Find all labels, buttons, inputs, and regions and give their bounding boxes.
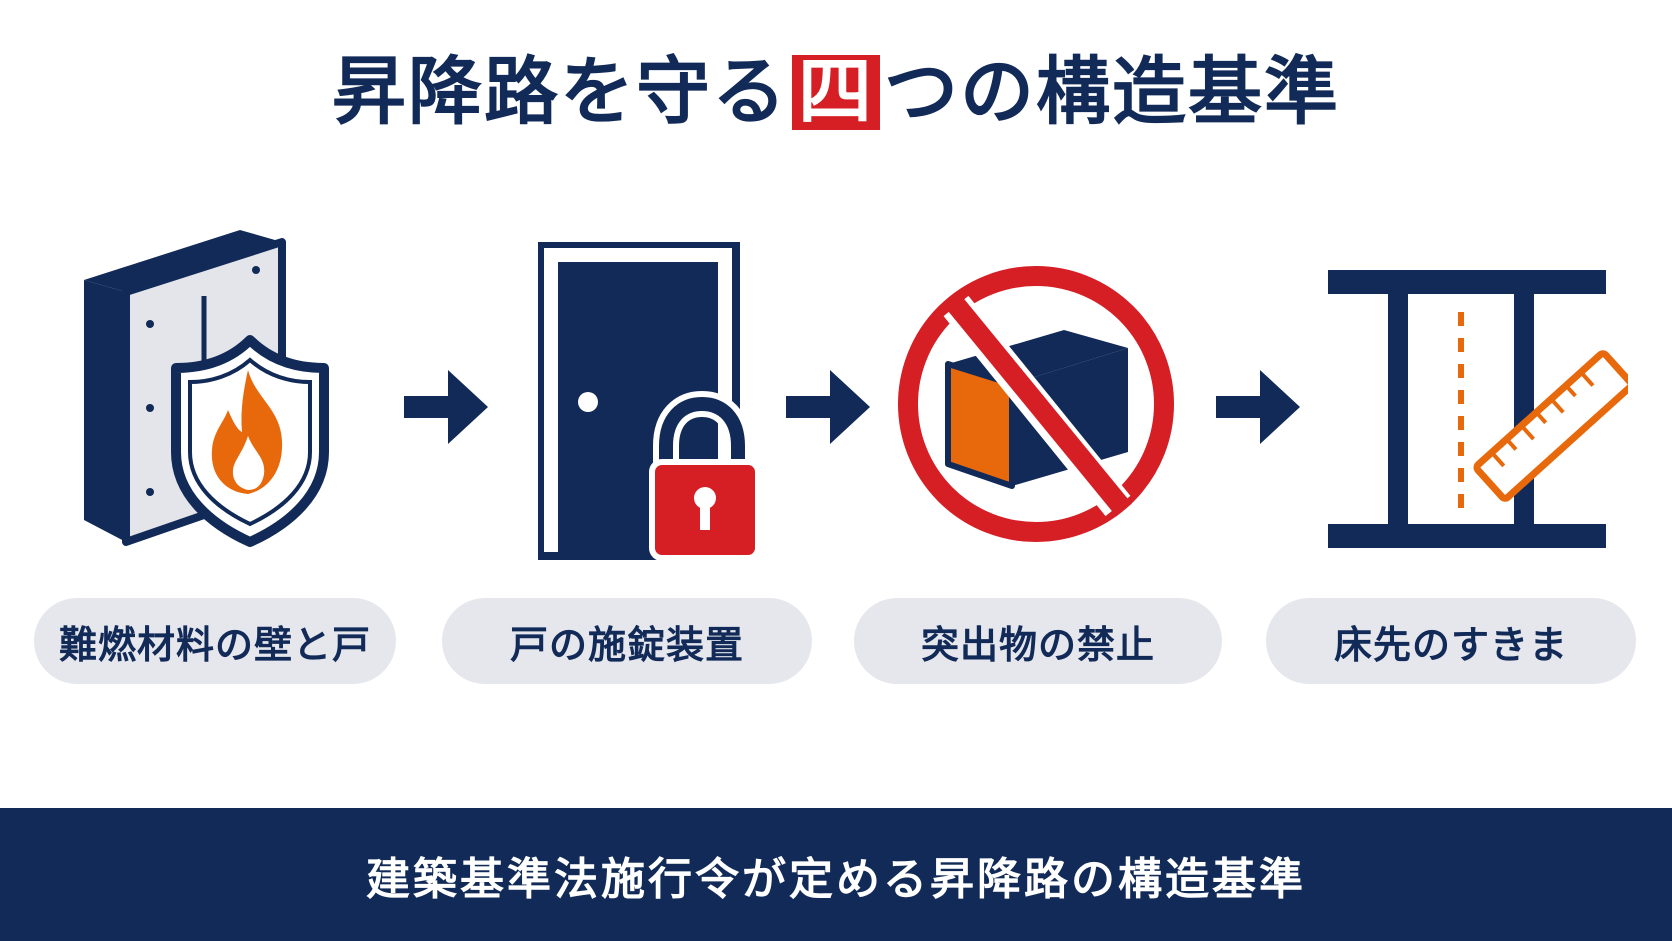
title-text-after: つの構造基準: [884, 49, 1340, 135]
fire-shield-wall-icon: [84, 230, 329, 547]
footer-banner: 建築基準法施行令が定める昇降路の構造基準: [0, 808, 1672, 941]
step-label-door-lock: 戸の施錠装置: [442, 598, 812, 684]
floor-gap-ruler-icon: [1328, 270, 1628, 548]
arrow-right-icon-3: [1216, 370, 1300, 444]
arrow-right-icon-1: [404, 370, 488, 444]
no-protrusion-icon: [898, 266, 1174, 542]
arrow-right-icon-2: [786, 370, 870, 444]
footer-text: 建築基準法施行令が定める昇降路の構造基準: [366, 853, 1306, 905]
title-text-before: 昇降路を守る: [332, 49, 788, 135]
title-highlight: 四: [792, 54, 880, 131]
page-title: 昇降路を守る四つの構造基準: [0, 49, 1672, 135]
step-label-floor-gap: 床先のすきま: [1266, 598, 1636, 684]
step-label-fire-resistant-wall: 難燃材料の壁と戸: [34, 598, 396, 684]
door-lock-icon: [538, 242, 761, 561]
step-label-no-protrusion: 突出物の禁止: [854, 598, 1222, 684]
